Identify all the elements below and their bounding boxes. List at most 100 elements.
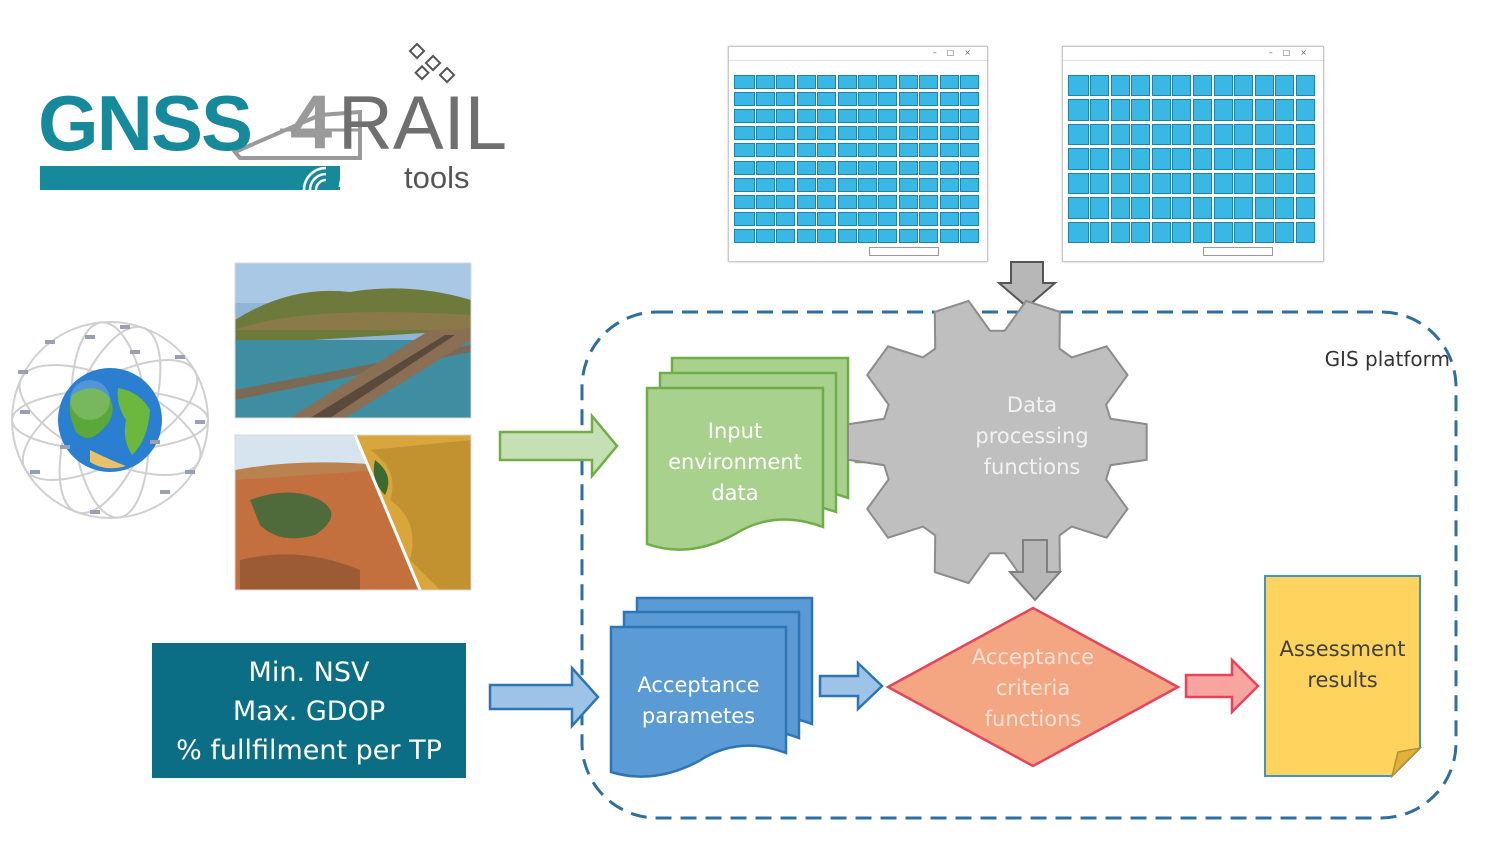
grid-cell[interactable] — [776, 229, 796, 244]
grid-cell[interactable] — [796, 143, 816, 158]
grid-cell[interactable] — [817, 108, 837, 124]
grid-cell[interactable] — [756, 74, 775, 89]
grid-cell[interactable] — [776, 126, 796, 141]
grid-cell[interactable] — [1172, 99, 1192, 121]
grid-cell[interactable] — [1192, 197, 1213, 219]
grid-cell[interactable] — [1131, 74, 1151, 97]
grid-cell[interactable] — [898, 212, 918, 227]
grid-cell[interactable] — [960, 108, 979, 124]
grid-cell[interactable] — [1234, 221, 1254, 244]
grid-cell[interactable] — [878, 74, 898, 89]
grid-cell[interactable] — [898, 160, 918, 175]
grid-cell[interactable] — [1090, 197, 1110, 219]
grid-cell[interactable] — [939, 91, 959, 106]
grid-cell[interactable] — [796, 160, 816, 175]
grid-cell[interactable] — [858, 126, 877, 141]
grid-cell[interactable] — [1151, 99, 1171, 121]
grid-cell[interactable] — [837, 194, 857, 210]
grid-cell[interactable] — [796, 194, 816, 210]
grid-cell[interactable] — [796, 126, 816, 141]
grid-row-label[interactable] — [734, 160, 755, 175]
grid-cell[interactable] — [939, 212, 959, 227]
grid-cell[interactable] — [1275, 123, 1295, 146]
grid-cell[interactable] — [1295, 123, 1315, 146]
grid-cell[interactable] — [1131, 197, 1151, 219]
grid-cell[interactable] — [1295, 74, 1315, 97]
grid-cell[interactable] — [1172, 148, 1192, 170]
grid-cell[interactable] — [858, 177, 877, 192]
grid-cell[interactable] — [776, 108, 796, 124]
grid-cell[interactable] — [837, 91, 857, 106]
grid-cell[interactable] — [1131, 148, 1151, 170]
grid-cell[interactable] — [1131, 172, 1151, 195]
grid-cell[interactable] — [960, 74, 979, 89]
grid-cell[interactable] — [1254, 99, 1274, 121]
grid-cell[interactable] — [1254, 221, 1274, 244]
grid-cell[interactable] — [898, 143, 918, 158]
grid-cell[interactable] — [1254, 74, 1274, 97]
grid-cell[interactable] — [1090, 74, 1110, 97]
grid-cell[interactable] — [960, 194, 979, 210]
grid-cell[interactable] — [1110, 221, 1130, 244]
time-step-field[interactable] — [869, 247, 939, 256]
grid-cell[interactable] — [878, 91, 898, 106]
grid-cell[interactable] — [1090, 172, 1110, 195]
grid-cell[interactable] — [1254, 123, 1274, 146]
grid-row-label[interactable] — [1068, 148, 1089, 170]
grid-cell[interactable] — [1275, 172, 1295, 195]
grid-cell[interactable] — [796, 177, 816, 192]
grid-cell[interactable] — [1234, 99, 1254, 121]
grid-cell[interactable] — [1213, 148, 1233, 170]
grid-cell[interactable] — [960, 160, 979, 175]
grid-cell[interactable] — [776, 143, 796, 158]
grid-cell[interactable] — [898, 74, 918, 89]
grid-cell[interactable] — [1295, 172, 1315, 195]
grid-cell[interactable] — [817, 143, 837, 158]
grid-cell[interactable] — [858, 143, 877, 158]
grid-cell[interactable] — [960, 126, 979, 141]
grid-cell[interactable] — [1172, 221, 1192, 244]
grid-cell[interactable] — [1131, 123, 1151, 146]
grid-cell[interactable] — [878, 177, 898, 192]
grid-cell[interactable] — [776, 194, 796, 210]
grid-cell[interactable] — [796, 74, 816, 89]
grid-cell[interactable] — [858, 229, 877, 244]
grid-cell[interactable] — [776, 160, 796, 175]
grid-cell[interactable] — [1213, 74, 1233, 97]
grid-cell[interactable] — [960, 143, 979, 158]
grid-cell[interactable] — [939, 194, 959, 210]
grid-cell[interactable] — [756, 91, 775, 106]
grid-cell[interactable] — [817, 212, 837, 227]
grid-cell[interactable] — [919, 229, 939, 244]
grid-cell[interactable] — [817, 194, 837, 210]
grid-cell[interactable] — [858, 108, 877, 124]
grid-cell[interactable] — [1172, 197, 1192, 219]
grid-cell[interactable] — [858, 160, 877, 175]
grid-cell[interactable] — [1234, 197, 1254, 219]
grid-cell[interactable] — [1213, 99, 1233, 121]
grid-cell[interactable] — [1295, 148, 1315, 170]
grid-cell[interactable] — [1131, 99, 1151, 121]
grid-cell[interactable] — [1090, 221, 1110, 244]
grid-row-label[interactable] — [734, 143, 755, 158]
grid-cell[interactable] — [756, 229, 775, 244]
grid-cell[interactable] — [898, 229, 918, 244]
grid-cell[interactable] — [776, 91, 796, 106]
grid-cell[interactable] — [776, 177, 796, 192]
grid-cell[interactable] — [1254, 172, 1274, 195]
grid-cell[interactable] — [858, 212, 877, 227]
grid-cell[interactable] — [1151, 74, 1171, 97]
grid-cell[interactable] — [837, 108, 857, 124]
grid-cell[interactable] — [796, 229, 816, 244]
grid-row-label[interactable] — [1068, 123, 1089, 146]
grid-cell[interactable] — [919, 177, 939, 192]
grid-cell[interactable] — [817, 126, 837, 141]
grid-cell[interactable] — [1110, 197, 1130, 219]
grid-cell[interactable] — [1275, 99, 1295, 121]
grid-cell[interactable] — [1110, 172, 1130, 195]
grid-cell[interactable] — [756, 177, 775, 192]
grid-cell[interactable] — [1275, 221, 1295, 244]
grid-cell[interactable] — [1234, 148, 1254, 170]
grid-row-label[interactable] — [734, 91, 755, 106]
grid-cell[interactable] — [817, 74, 837, 89]
